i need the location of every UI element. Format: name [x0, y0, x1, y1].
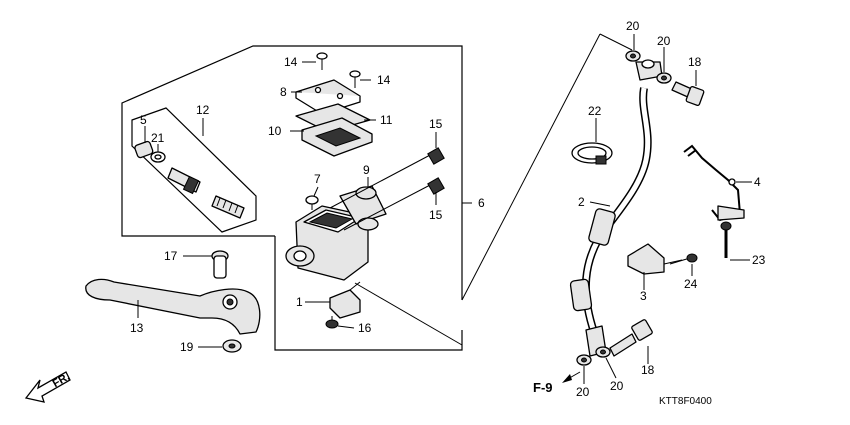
direction-label: FR.	[51, 371, 72, 390]
callout-5: 5	[140, 113, 147, 127]
callout-9: 9	[363, 163, 370, 177]
callouts: 14 14 8 11 10 12 5 21 15 15 9 7 6 17 1 1…	[130, 19, 766, 399]
brake-lever	[85, 278, 261, 335]
callout-11: 11	[380, 113, 393, 127]
reference-arrow	[562, 371, 581, 383]
callout-10: 10	[268, 124, 282, 138]
reference-label: F-9	[533, 380, 553, 395]
master-cylinder-body	[285, 185, 387, 281]
callout-7: 7	[314, 172, 321, 186]
pivot-bolt	[211, 250, 229, 279]
washer-20-top-right	[656, 72, 672, 84]
brake-hose	[569, 59, 663, 357]
nut-19	[222, 339, 242, 353]
callout-2: 2	[578, 195, 585, 209]
washer-20-top-left	[625, 50, 641, 62]
callout-8: 8	[280, 85, 287, 99]
callout-19: 19	[180, 340, 194, 354]
banjo-bolt-18-top	[671, 81, 705, 106]
callout-20c: 20	[576, 385, 590, 399]
callout-14a: 14	[284, 55, 298, 69]
piston-kit-group-outline	[131, 107, 257, 233]
hose-clip-3	[627, 243, 683, 275]
callout-21: 21	[151, 131, 165, 145]
diagram-code: KTT8F0400	[659, 396, 712, 407]
callout-15a: 15	[429, 117, 443, 131]
callout-18a: 18	[688, 55, 702, 69]
callout-23: 23	[752, 253, 766, 267]
callout-20b: 20	[657, 34, 671, 48]
clamp-bolts	[329, 147, 445, 231]
callout-24: 24	[684, 277, 698, 291]
piston-kit	[134, 140, 245, 219]
screw-14b	[349, 70, 361, 88]
washer-20-bottom-right	[595, 346, 611, 358]
hose-link-line-lower	[354, 282, 463, 346]
hose-link-line-upper	[461, 33, 601, 301]
callout-12: 12	[196, 103, 210, 117]
callout-17: 17	[164, 249, 178, 263]
callout-18b: 18	[641, 363, 655, 377]
callout-4: 4	[754, 175, 761, 189]
banjo-bolt-18-bottom	[609, 319, 653, 357]
leader-lines	[137, 34, 752, 384]
washer-20-bottom-left	[576, 354, 592, 366]
callout-6: 6	[478, 196, 485, 210]
callout-3: 3	[640, 289, 647, 303]
callout-13: 13	[130, 321, 144, 335]
screw-7	[305, 195, 319, 210]
callout-22: 22	[588, 104, 602, 118]
hose-bracket	[683, 144, 745, 222]
callout-14b: 14	[377, 73, 391, 87]
callout-20a: 20	[626, 19, 640, 33]
callout-16: 16	[358, 321, 372, 335]
screw-16	[325, 316, 339, 329]
reservoir-cap	[295, 79, 373, 157]
callout-15b: 15	[429, 208, 443, 222]
bolt-24	[669, 253, 698, 265]
hose-link-line-top	[599, 33, 633, 51]
master-cylinder-group-outline-lower	[274, 236, 463, 351]
brake-switch	[329, 281, 361, 319]
callout-1: 1	[296, 295, 303, 309]
screw-14a	[316, 52, 328, 70]
front-direction-arrow-icon	[24, 371, 71, 403]
hose-clamp	[571, 142, 613, 165]
bolt-23	[720, 221, 732, 258]
callout-20d: 20	[610, 379, 624, 393]
master-cylinder-group-outline	[121, 45, 463, 300]
